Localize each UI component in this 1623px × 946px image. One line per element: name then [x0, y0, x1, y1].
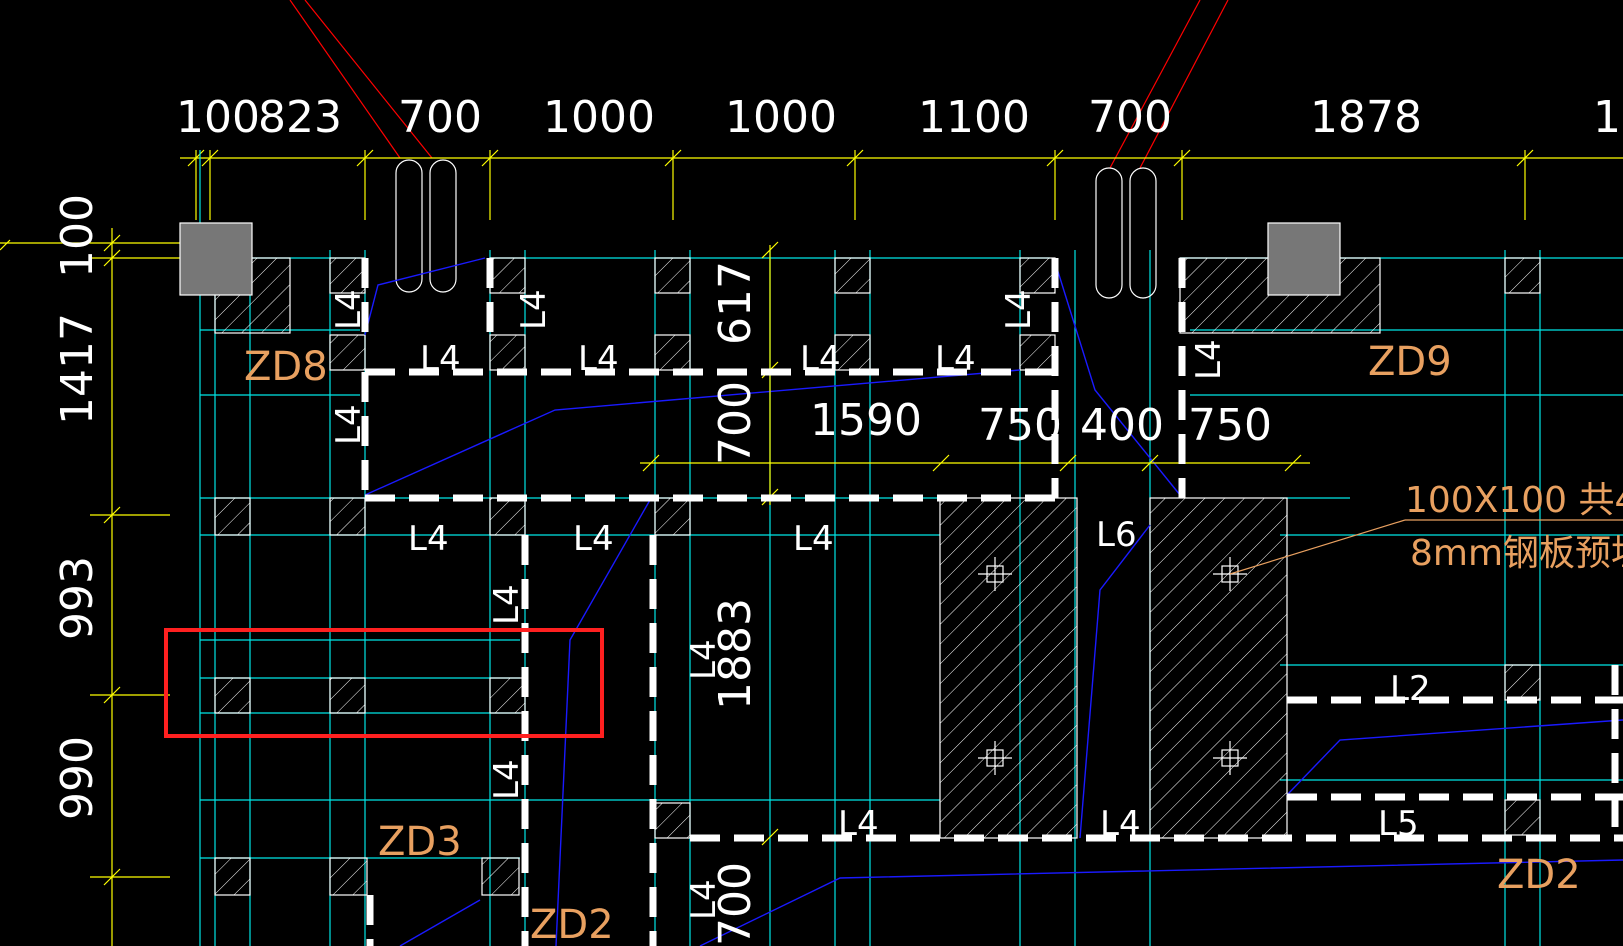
- note-leader-line: [1229, 519, 1406, 575]
- embedded-plate-note: 100X100 共4块 8mm钢板预埋: [1229, 480, 1623, 575]
- dim-700-a: 700: [710, 381, 761, 465]
- zd-labels: ZD8 ZD9 ZD3 ZD2 ZD2: [244, 339, 1581, 946]
- beam-label-l4: L4: [1100, 804, 1141, 844]
- top-dim-8: 1878: [1310, 92, 1422, 143]
- beam-label-l4: L4: [684, 879, 724, 920]
- beam-label-l5: L5: [1378, 804, 1419, 844]
- left-dim-1: 100: [52, 194, 103, 278]
- beam-label-l4: L4: [487, 584, 527, 625]
- top-dimension-labels: 100 823 700 1000 1000 1100 700 1878 12: [176, 92, 1623, 143]
- highlight-box: [164, 628, 604, 738]
- beam-labels: L4 L4 L4 L4 L4 L4 L4 L4 L4 L4 L4 L4 L4 L…: [329, 289, 1431, 920]
- beam-label-l4: L4: [1189, 339, 1229, 380]
- beam-label-l4: L4: [838, 804, 879, 844]
- left-dimension-labels: 100 1417 993 990: [52, 194, 103, 820]
- top-dim-7: 700: [1088, 92, 1172, 143]
- beam-label-l4: L4: [578, 339, 619, 379]
- top-dim-4: 1000: [543, 92, 655, 143]
- beam-label-l4: L4: [329, 289, 369, 330]
- pipe-symbols: [395, 159, 1157, 299]
- beam-label-l4: L4: [487, 759, 527, 800]
- hatched-column-blocks: [214, 257, 1541, 896]
- beam-label-l4: L4: [935, 339, 976, 379]
- left-dimension-line: [0, 228, 200, 946]
- grey-column-squares: [179, 222, 1341, 296]
- beam-label-l4: L4: [999, 289, 1039, 330]
- dim-617: 617: [710, 261, 761, 345]
- left-dim-2: 1417: [52, 313, 103, 425]
- left-dim-4: 990: [52, 736, 103, 820]
- beam-label-l6: L6: [1096, 515, 1137, 555]
- beam-label-l4: L4: [408, 519, 449, 559]
- zd2-label: ZD2: [1497, 852, 1581, 898]
- dim-700-b: 700: [710, 862, 761, 946]
- beam-label-l4: L4: [800, 339, 841, 379]
- top-dim-3: 700: [398, 92, 482, 143]
- dim-1590: 1590: [810, 395, 922, 446]
- top-dimension-line: [180, 149, 1623, 220]
- dim-400: 400: [1080, 400, 1164, 451]
- top-dim-1: 100: [176, 92, 260, 143]
- note-line-1: 100X100 共4块: [1405, 480, 1623, 521]
- beam-label-l4: L4: [514, 289, 554, 330]
- beam-label-l4: L4: [573, 519, 614, 559]
- dim-750-b: 750: [1188, 400, 1272, 451]
- top-dim-6: 1100: [918, 92, 1030, 143]
- top-dim-9: 12: [1593, 92, 1623, 143]
- dashed-beam-lines: [361, 258, 1623, 946]
- beam-label-l4: L4: [329, 404, 369, 445]
- zd2-label: ZD2: [530, 902, 614, 946]
- beam-label-l2: L2: [1390, 669, 1431, 709]
- top-dim-2: 823: [258, 92, 342, 143]
- top-dim-5: 1000: [725, 92, 837, 143]
- beam-label-l4: L4: [793, 519, 834, 559]
- left-dim-3: 993: [52, 556, 103, 640]
- zd8-label: ZD8: [244, 344, 328, 390]
- beam-label-l4: L4: [420, 339, 461, 379]
- note-line-2: 8mm钢板预埋: [1410, 533, 1623, 574]
- zd9-label: ZD9: [1368, 339, 1452, 385]
- blue-pipe-lines: [364, 257, 1623, 946]
- zd3-label: ZD3: [378, 819, 462, 865]
- dim-1883: 1883: [710, 598, 761, 710]
- dim-750-a: 750: [978, 400, 1062, 451]
- inner-dimension-labels: 617 700 1590 750 400 750 1883 700: [710, 261, 1272, 946]
- beam-label-l4: L4: [684, 639, 724, 680]
- red-leader-lines: [289, 0, 1229, 169]
